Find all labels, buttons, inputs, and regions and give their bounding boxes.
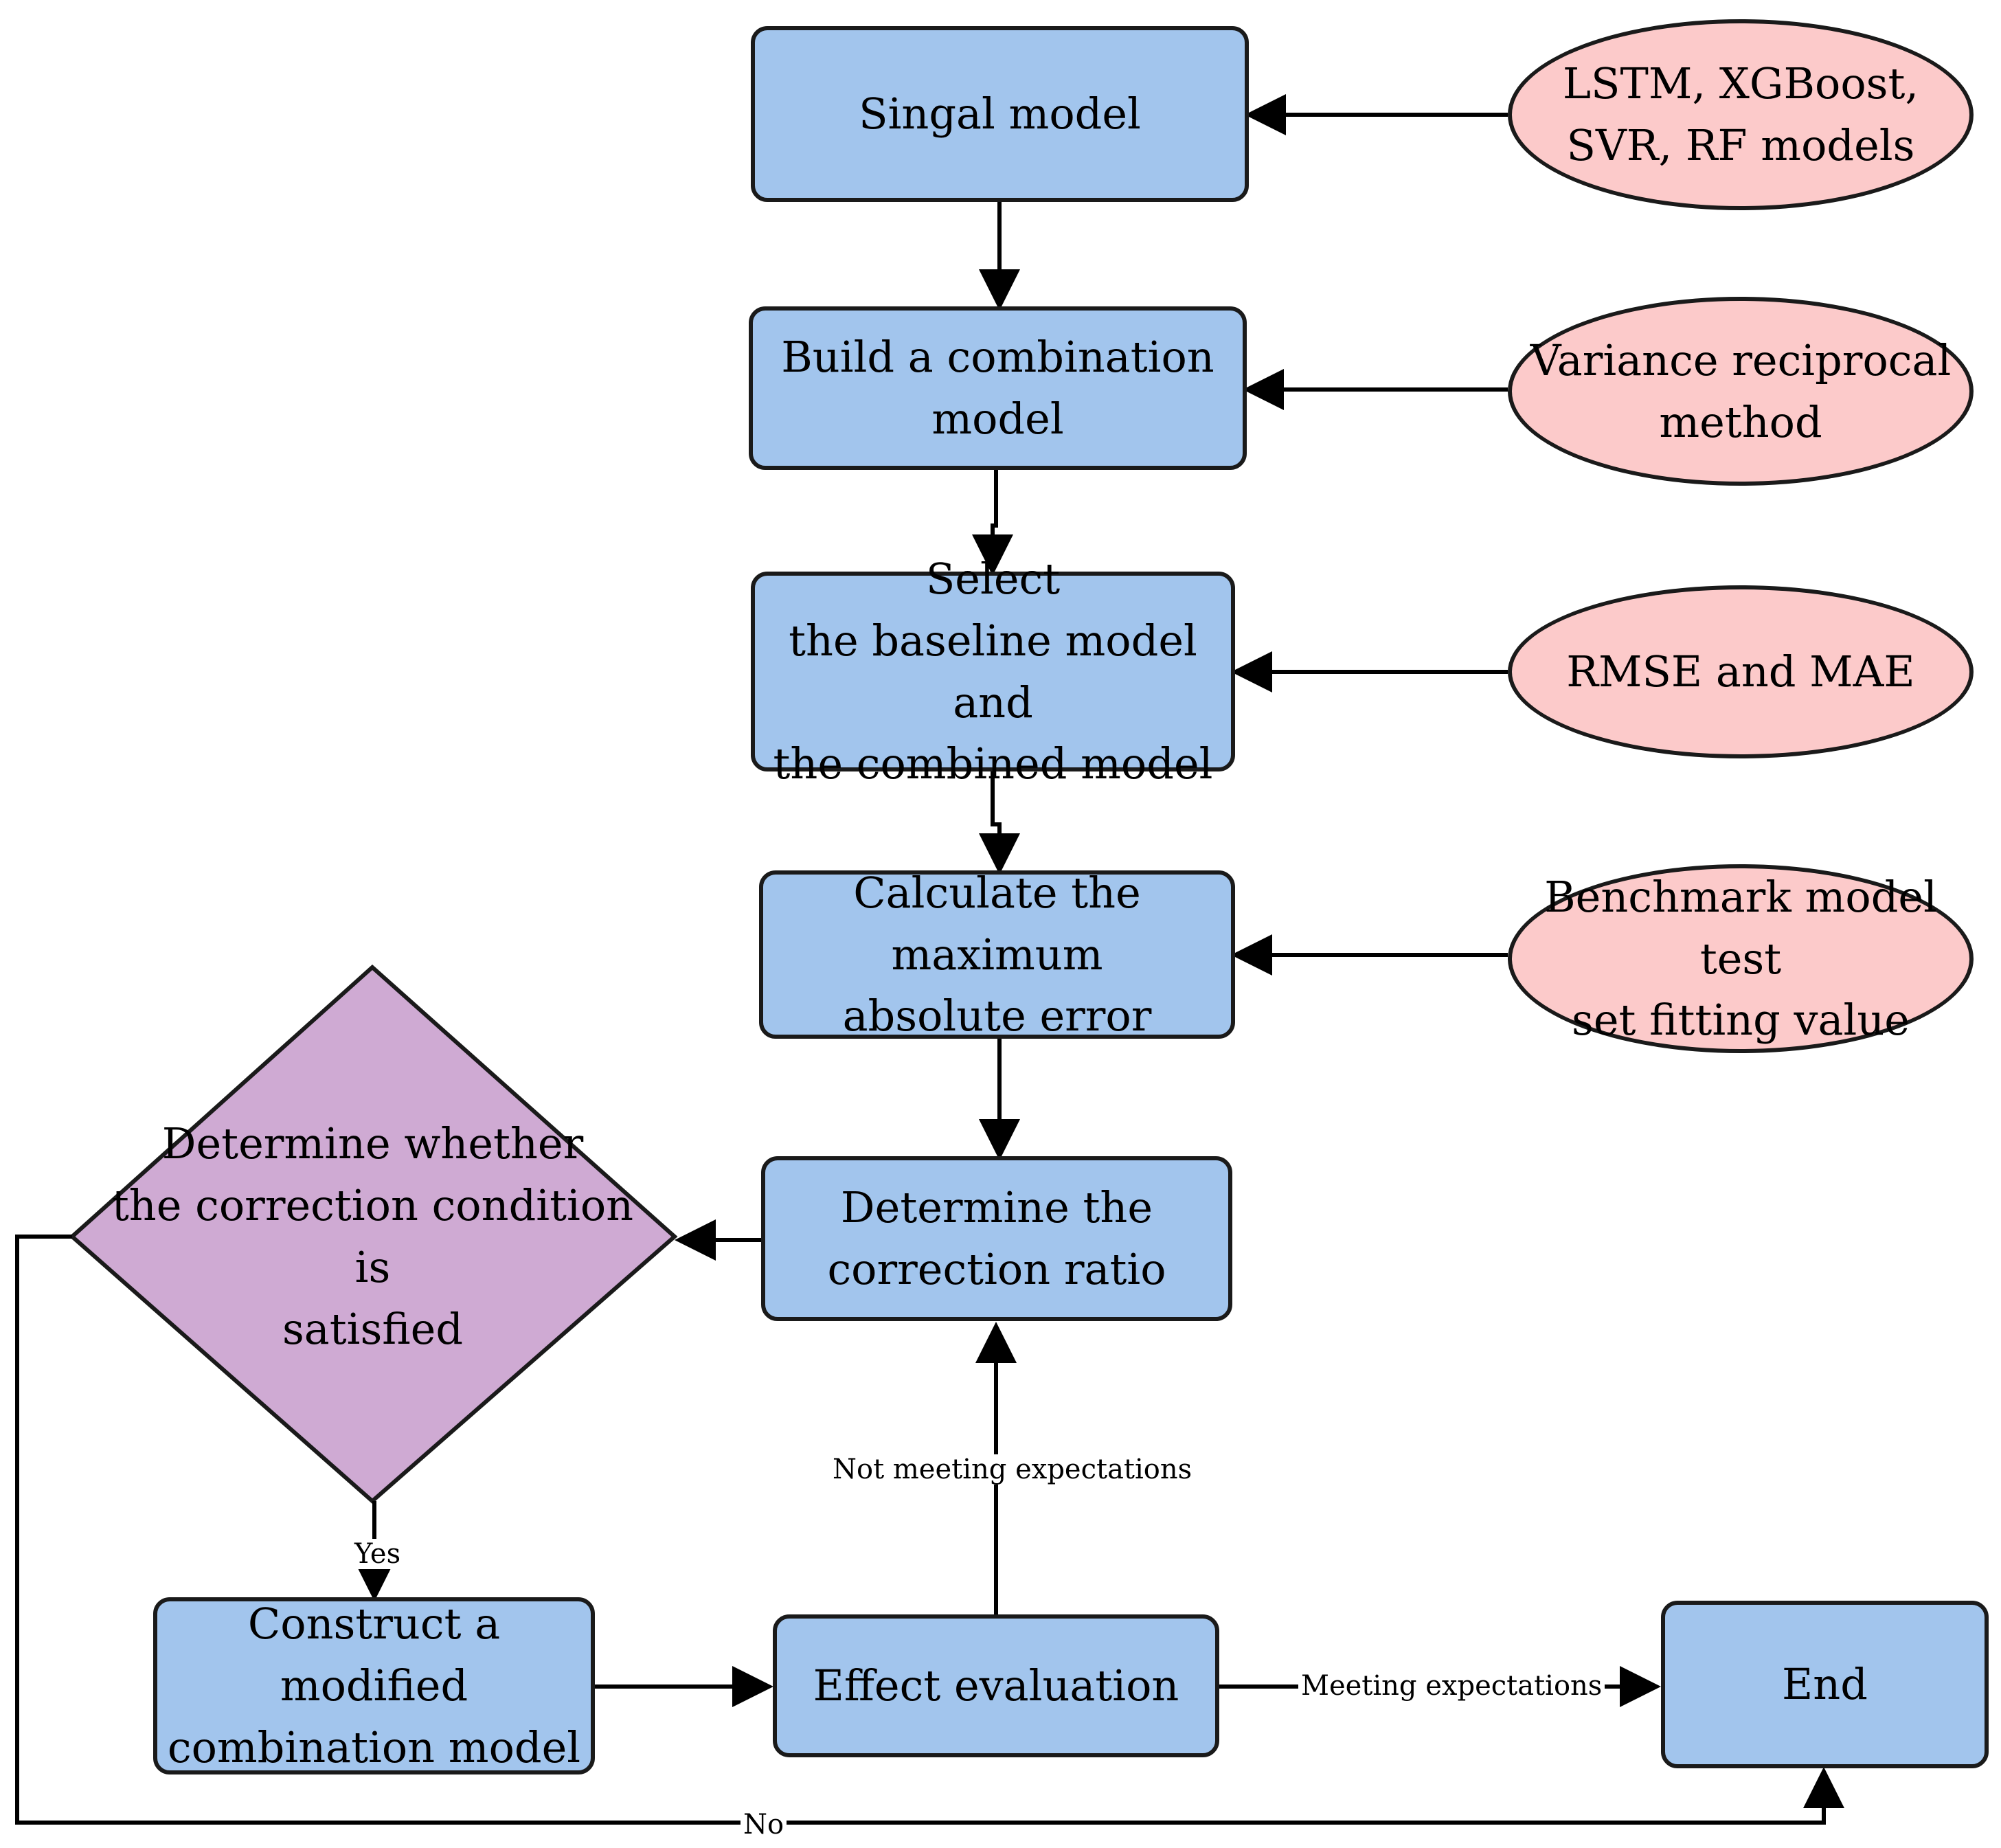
rmse-mae-ellipse: RMSE and MAE [1508, 585, 1974, 758]
arrow-select-to-calc [979, 771, 1020, 875]
single-model-box: Singal model [751, 26, 1249, 202]
arrow-build-to-select [972, 470, 1013, 576]
benchmark-ellipse: Benchmark model test set fitting value [1508, 864, 1974, 1053]
variance-reciprocal-ellipse: Variance reciprocal method [1508, 297, 1974, 486]
construct-modified-box: Construct a modified combination model [153, 1597, 595, 1774]
lstm-models-ellipse: LSTM, XGBoost, SVR, RF models [1508, 19, 1974, 210]
effect-evaluation-box: Effect evaluation [773, 1614, 1219, 1757]
end-box: End [1661, 1601, 1989, 1768]
no-label: No [741, 1810, 787, 1840]
yes-label: Yes [352, 1539, 404, 1569]
arrow-decision-no-to-end [15, 1235, 1844, 1825]
select-baseline-box: Select the baseline model and the combin… [751, 554, 1235, 789]
not-meeting-expectations-label: Not meeting expectations [830, 1454, 1195, 1485]
calc-max-error-box: Calculate the maximum absolute error [759, 868, 1235, 1041]
determine-ratio-box: Determine the correction ratio [761, 1156, 1232, 1321]
meeting-expectations-label: Meeting expectations [1298, 1671, 1605, 1701]
determine-condition-label: Determine whether the correction conditi… [111, 1118, 634, 1354]
build-combination-box: Build a combination model [749, 306, 1247, 470]
